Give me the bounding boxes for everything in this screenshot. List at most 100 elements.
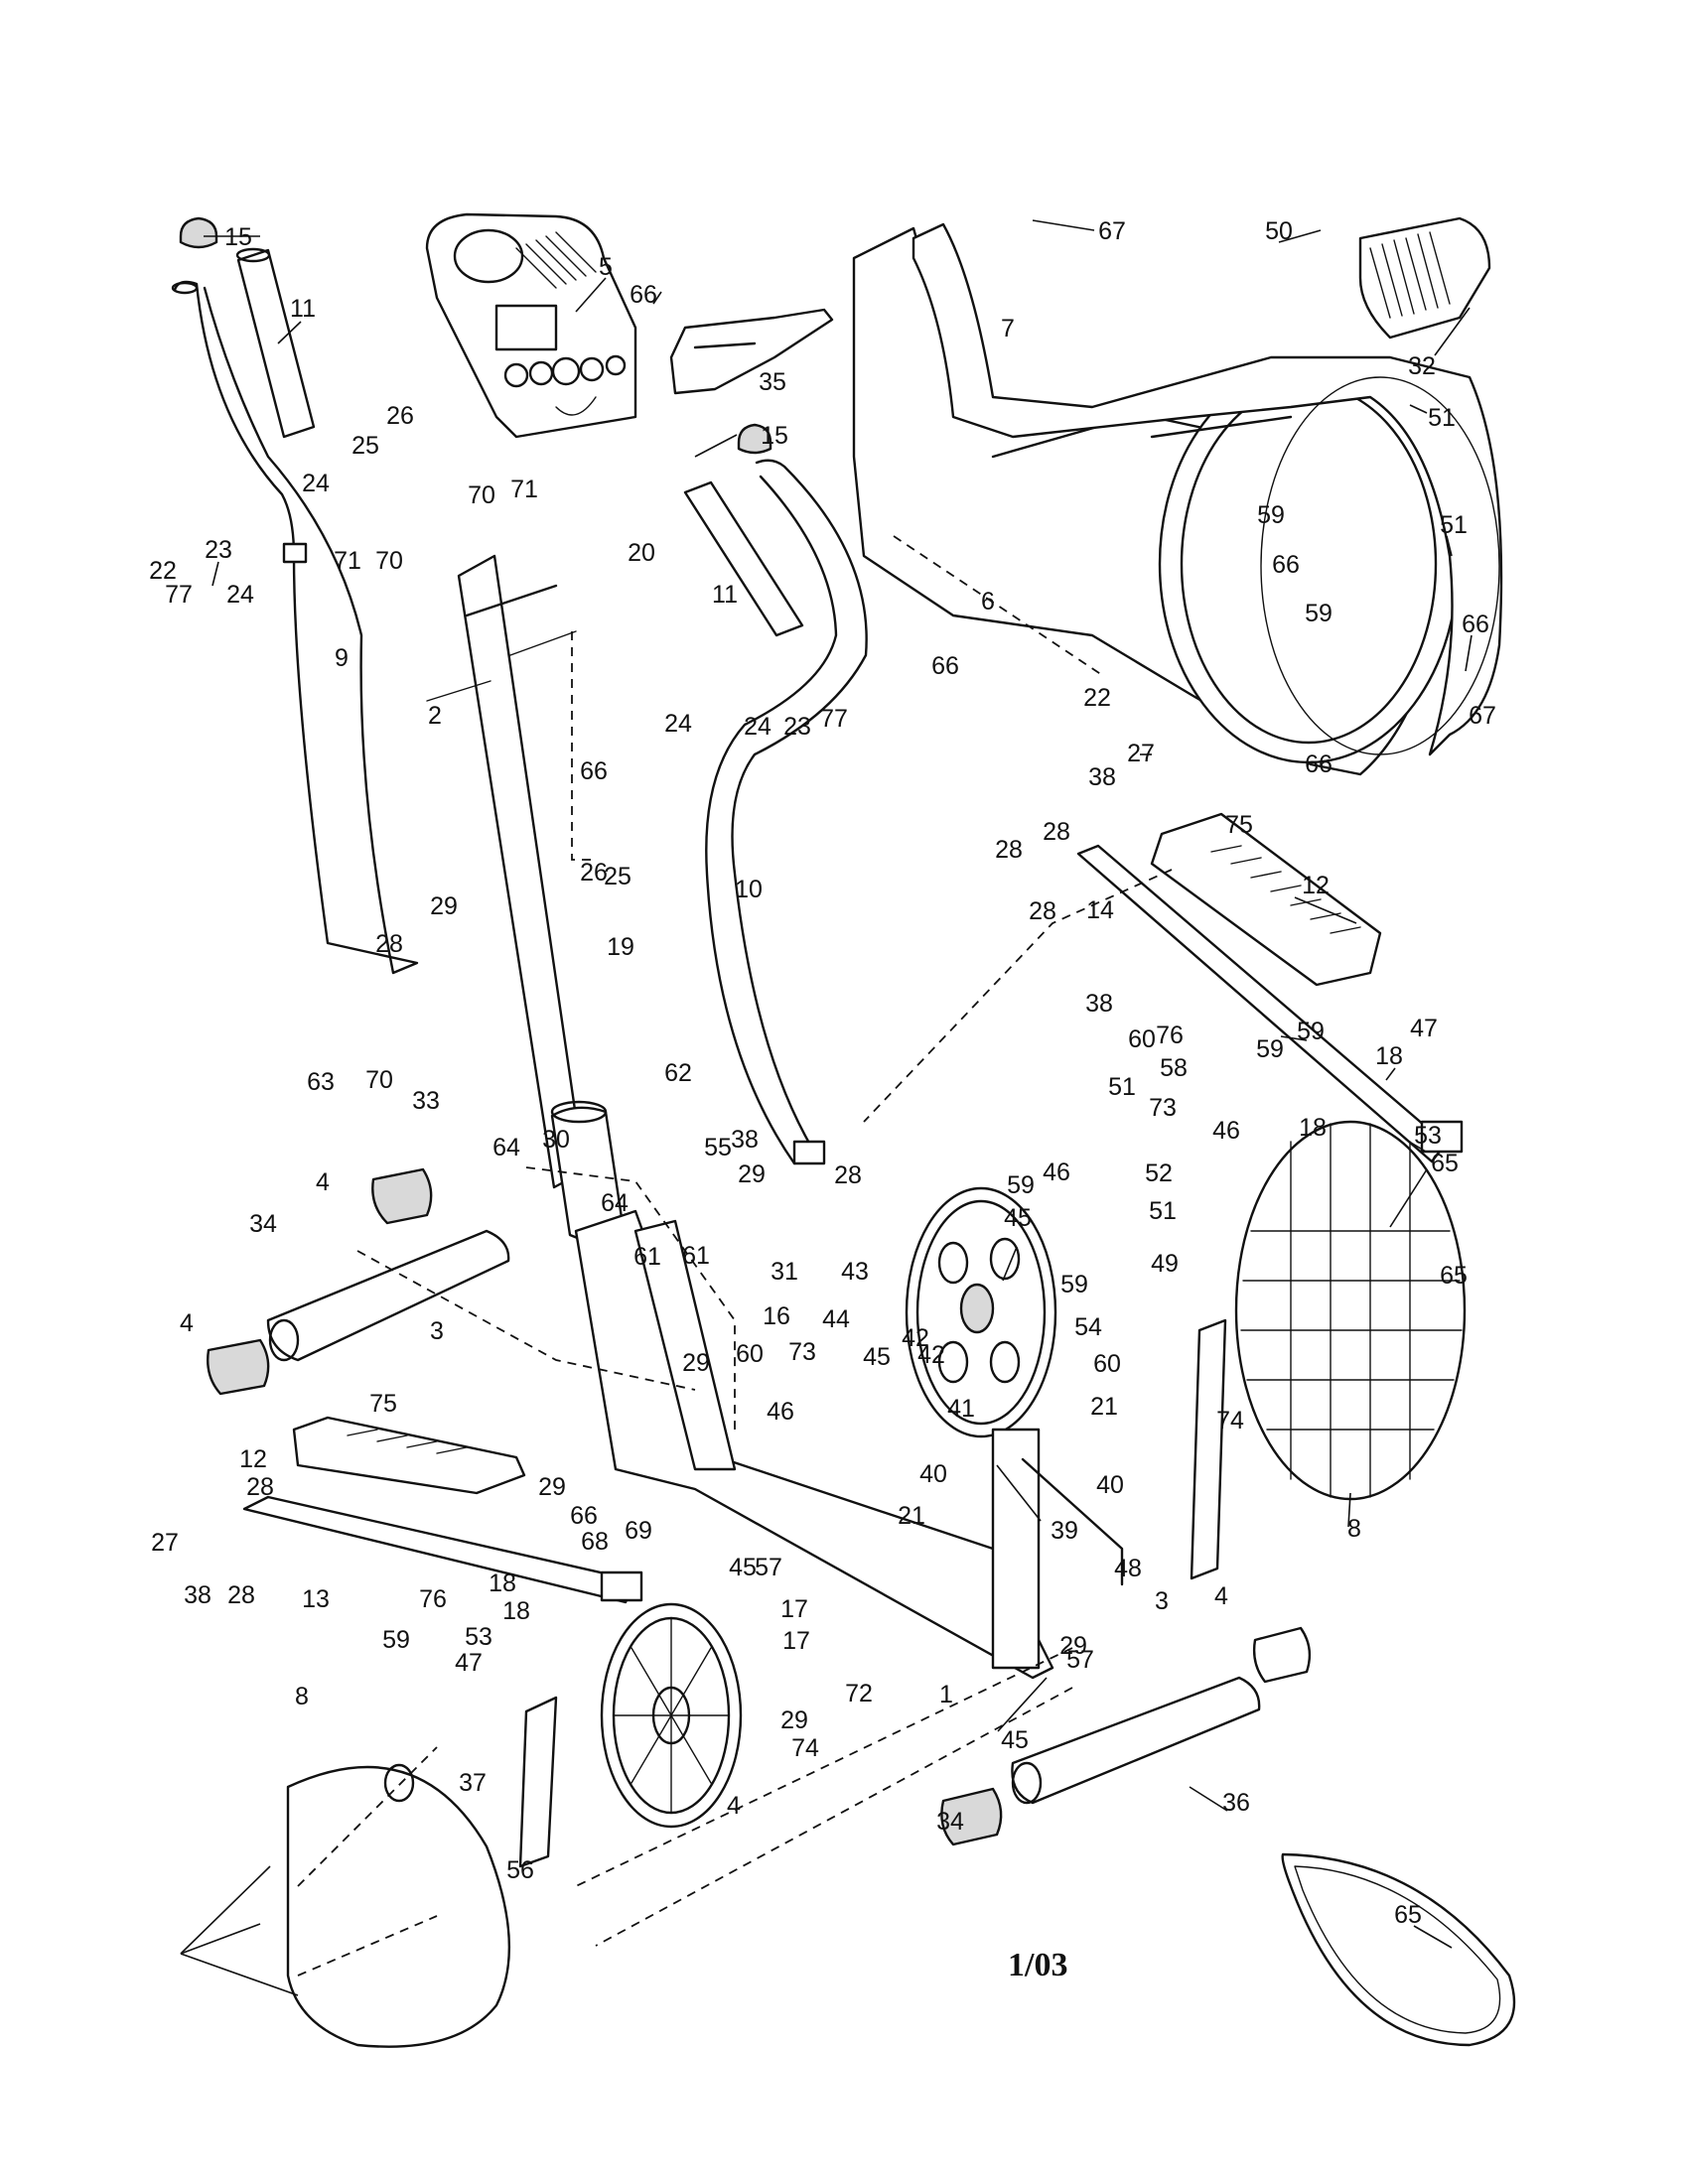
part-callout-31: 31 xyxy=(771,1258,798,1286)
part-callout-18: 18 xyxy=(502,1597,530,1625)
rear-shroud-right xyxy=(912,222,1503,756)
part-callout-38: 38 xyxy=(184,1581,211,1609)
part-callout-73: 73 xyxy=(788,1338,816,1366)
stabilizer-cap-4 xyxy=(940,1787,1003,1846)
part-callout-25: 25 xyxy=(351,432,379,460)
part-callout-75: 75 xyxy=(1225,811,1253,839)
part-callout-9: 9 xyxy=(335,644,349,672)
stabilizer-cap-2 xyxy=(207,1338,270,1396)
support-plate-left xyxy=(518,1696,558,1868)
part-callout-45: 45 xyxy=(1004,1204,1032,1232)
part-callout-65: 65 xyxy=(1394,1901,1422,1929)
part-callout-4: 4 xyxy=(316,1168,330,1196)
part-callout-11: 11 xyxy=(712,581,738,609)
part-callout-17: 17 xyxy=(780,1595,808,1623)
part-callout-21: 21 xyxy=(898,1502,925,1530)
part-callout-56: 56 xyxy=(506,1856,534,1884)
part-callout-15: 15 xyxy=(761,422,788,450)
foam-grip-right xyxy=(683,480,804,637)
rear-stabilizer xyxy=(1011,1676,1261,1805)
part-callout-5: 5 xyxy=(599,253,613,281)
leader-line xyxy=(1294,896,1357,924)
leader-line xyxy=(996,1464,1042,1522)
right-arm-tube xyxy=(705,459,868,1165)
leader-line xyxy=(1385,1067,1396,1081)
part-callout-66: 66 xyxy=(1272,551,1300,579)
console-mount-shroud xyxy=(669,308,834,395)
part-callout-47: 47 xyxy=(455,1649,483,1677)
part-callout-38: 38 xyxy=(731,1126,759,1154)
rear-cover xyxy=(1358,216,1491,340)
part-callout-12: 12 xyxy=(1302,872,1330,899)
part-callout-59: 59 xyxy=(1060,1271,1088,1298)
part-callout-60: 60 xyxy=(1128,1025,1156,1053)
part-callout-42: 42 xyxy=(917,1341,945,1369)
rear-shroud-left xyxy=(852,226,1460,776)
part-callout-66: 66 xyxy=(1305,751,1333,778)
part-callout-50: 50 xyxy=(1265,217,1293,245)
part-callout-54: 54 xyxy=(1074,1313,1102,1341)
part-callout-18: 18 xyxy=(1375,1042,1403,1070)
pedal-arm-right xyxy=(1076,844,1464,1163)
part-callout-65: 65 xyxy=(1431,1150,1459,1177)
leader-line xyxy=(997,1677,1048,1732)
part-callout-61: 61 xyxy=(633,1243,661,1271)
part-callout-51: 51 xyxy=(1108,1073,1136,1101)
part-callout-28: 28 xyxy=(995,836,1023,864)
part-callout-36: 36 xyxy=(1222,1789,1250,1817)
part-callout-45: 45 xyxy=(1001,1726,1029,1754)
leader-line xyxy=(1002,1246,1018,1282)
pedal-arm-left xyxy=(242,1495,643,1604)
leader-line xyxy=(1347,1492,1351,1528)
part-callout-66: 66 xyxy=(1462,611,1489,638)
left-arm-tube xyxy=(171,280,419,975)
part-callout-10: 10 xyxy=(735,876,763,903)
part-callout-21: 21 xyxy=(1090,1393,1118,1421)
part-callout-17: 17 xyxy=(782,1627,810,1655)
part-callout-60: 60 xyxy=(1093,1350,1121,1378)
part-callout-76: 76 xyxy=(1156,1022,1184,1049)
part-callout-37: 37 xyxy=(459,1769,487,1797)
part-callout-33: 33 xyxy=(412,1087,440,1115)
leader-line xyxy=(694,434,738,458)
part-callout-29: 29 xyxy=(430,892,458,920)
part-callout-22: 22 xyxy=(149,557,177,585)
part-callout-66: 66 xyxy=(931,652,959,680)
part-callout-7: 7 xyxy=(1001,315,1015,342)
part-callout-19: 19 xyxy=(607,933,634,961)
part-callout-38: 38 xyxy=(1085,990,1113,1018)
part-callout-59: 59 xyxy=(382,1626,410,1654)
part-callout-11: 11 xyxy=(290,295,316,323)
side-disc-left xyxy=(286,1763,511,2048)
part-callout-24: 24 xyxy=(664,710,692,738)
stabilizer-cap-1 xyxy=(371,1167,433,1225)
part-callout-74: 74 xyxy=(791,1734,819,1762)
foam-grip-left xyxy=(235,247,316,439)
leader-line xyxy=(1405,1139,1427,1153)
part-callout-59: 59 xyxy=(1297,1018,1325,1045)
part-callout-49: 49 xyxy=(1151,1250,1179,1278)
part-callout-12: 12 xyxy=(239,1445,267,1473)
leader-line xyxy=(180,1953,299,1996)
part-callout-53: 53 xyxy=(1414,1122,1442,1150)
part-callout-62: 62 xyxy=(664,1059,692,1087)
part-callout-2: 2 xyxy=(428,702,442,730)
part-callout-3: 3 xyxy=(1155,1587,1169,1615)
part-callout-26: 26 xyxy=(386,402,414,430)
part-callout-16: 16 xyxy=(763,1302,790,1330)
stabilizer-cap-3 xyxy=(1252,1626,1312,1684)
support-plate-right xyxy=(1190,1318,1227,1580)
part-callout-3: 3 xyxy=(430,1317,444,1345)
part-callout-29: 29 xyxy=(780,1706,808,1734)
part-callout-39: 39 xyxy=(1051,1517,1078,1545)
part-callout-27: 27 xyxy=(151,1529,179,1557)
part-callout-75: 75 xyxy=(369,1390,397,1418)
part-callout-57: 57 xyxy=(755,1554,782,1581)
part-callout-40: 40 xyxy=(1096,1471,1124,1499)
part-callout-1: 1 xyxy=(939,1681,953,1708)
date-code: 1/03 xyxy=(1008,1947,1067,1983)
leader-line xyxy=(1280,1035,1308,1041)
part-callout-35: 35 xyxy=(759,368,786,396)
leader-line xyxy=(1032,219,1095,231)
